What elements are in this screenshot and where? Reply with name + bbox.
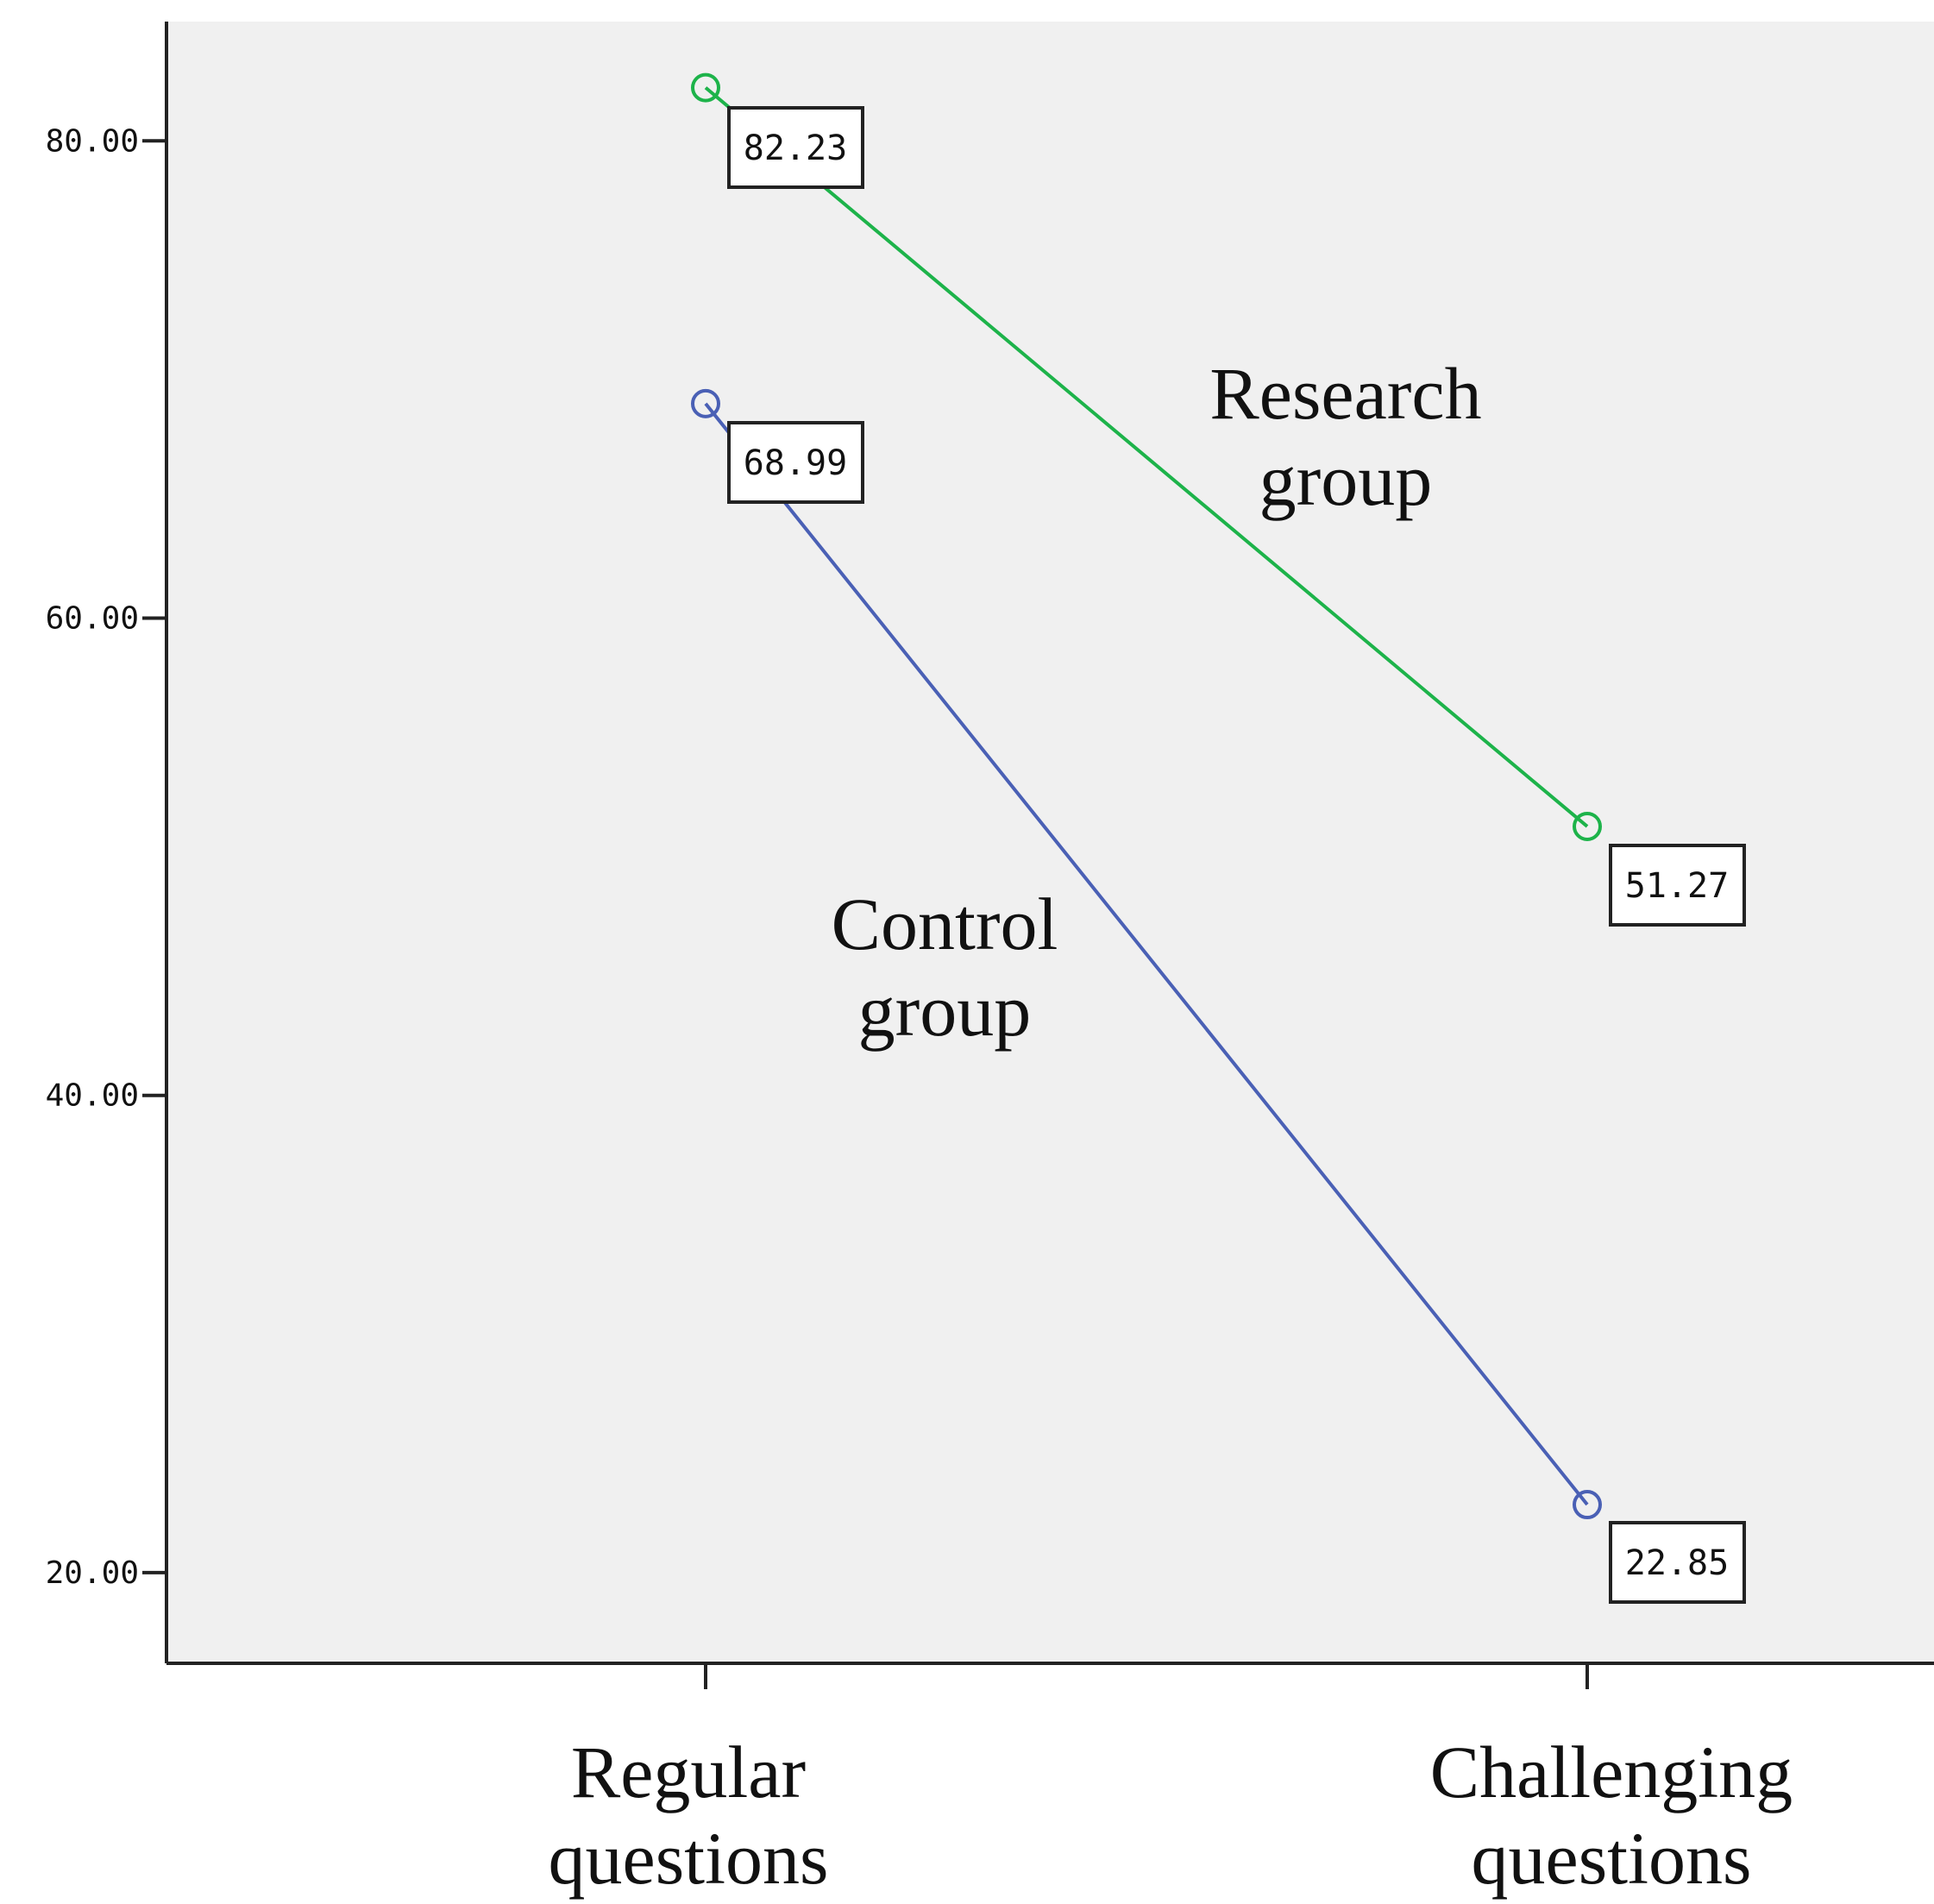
data-point <box>1573 811 1602 841</box>
y-tick-label: 20.00 <box>46 1555 139 1591</box>
data-label-box <box>1609 1521 1746 1604</box>
data-point <box>691 388 720 418</box>
data-label-box <box>1609 844 1746 927</box>
plot-area <box>166 22 1934 1663</box>
data-label-box <box>727 421 864 504</box>
series-line <box>704 86 1589 828</box>
data-label: 82.23 <box>727 106 864 189</box>
data-label-text: 22.85 <box>1625 1543 1729 1583</box>
y-tick-label: 80.00 <box>46 123 139 159</box>
series-line <box>704 402 1589 1506</box>
data-label-text: 51.27 <box>1625 866 1729 906</box>
data-label: 51.27 <box>1609 844 1746 927</box>
data-label: 68.99 <box>727 421 864 504</box>
data-label-text: 68.99 <box>744 443 847 483</box>
data-label-text: 82.23 <box>744 129 847 168</box>
data-label-box <box>727 106 864 189</box>
data-label: 22.85 <box>1609 1521 1746 1604</box>
data-point <box>691 72 720 103</box>
y-tick-label: 60.00 <box>46 600 139 636</box>
y-tick-label: 40.00 <box>46 1078 139 1114</box>
data-point <box>1573 1490 1602 1520</box>
